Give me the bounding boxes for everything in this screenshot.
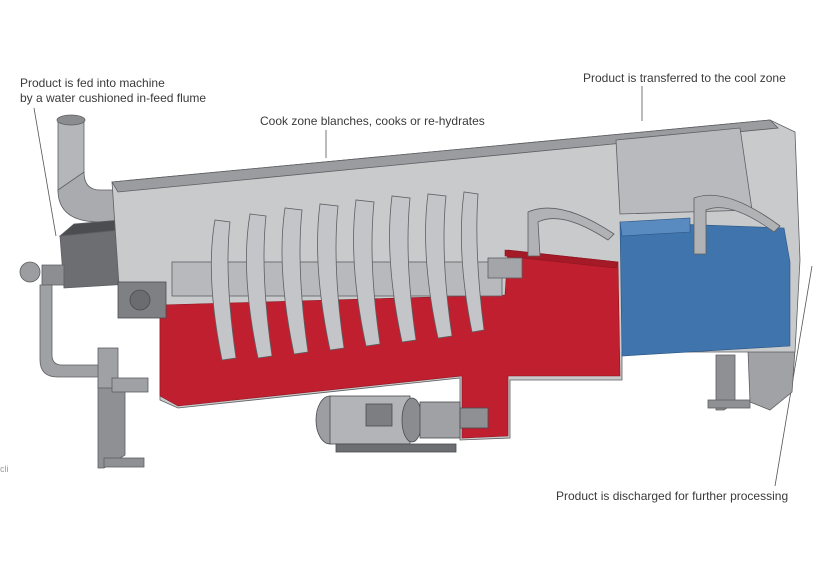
support-legs [97,349,796,469]
bearing-housing [117,281,167,319]
auger-drum [171,191,523,361]
cook-zone-callout: Cook zone blanches, cooks or re-hydrates [260,114,485,128]
inlet-pipework [39,284,149,393]
auger-flights [210,191,485,361]
transfer-chutes [527,194,781,257]
feed-callout-line2: by a water cushioned in-feed flume [20,91,207,105]
cool-zone-water [619,217,791,357]
edge-text-fragment: cli [0,464,9,474]
leader-line-feed [33,107,57,237]
cool-zone-callout: Product is transferred to the cool zone [583,71,786,85]
pump-motor [315,395,489,453]
discharge-callout: Product is discharged for further proces… [556,489,789,503]
feed-callout-line1: Product is fed into machine [20,76,165,90]
feed-callout: Product is fed into machine by a water c… [20,76,206,106]
